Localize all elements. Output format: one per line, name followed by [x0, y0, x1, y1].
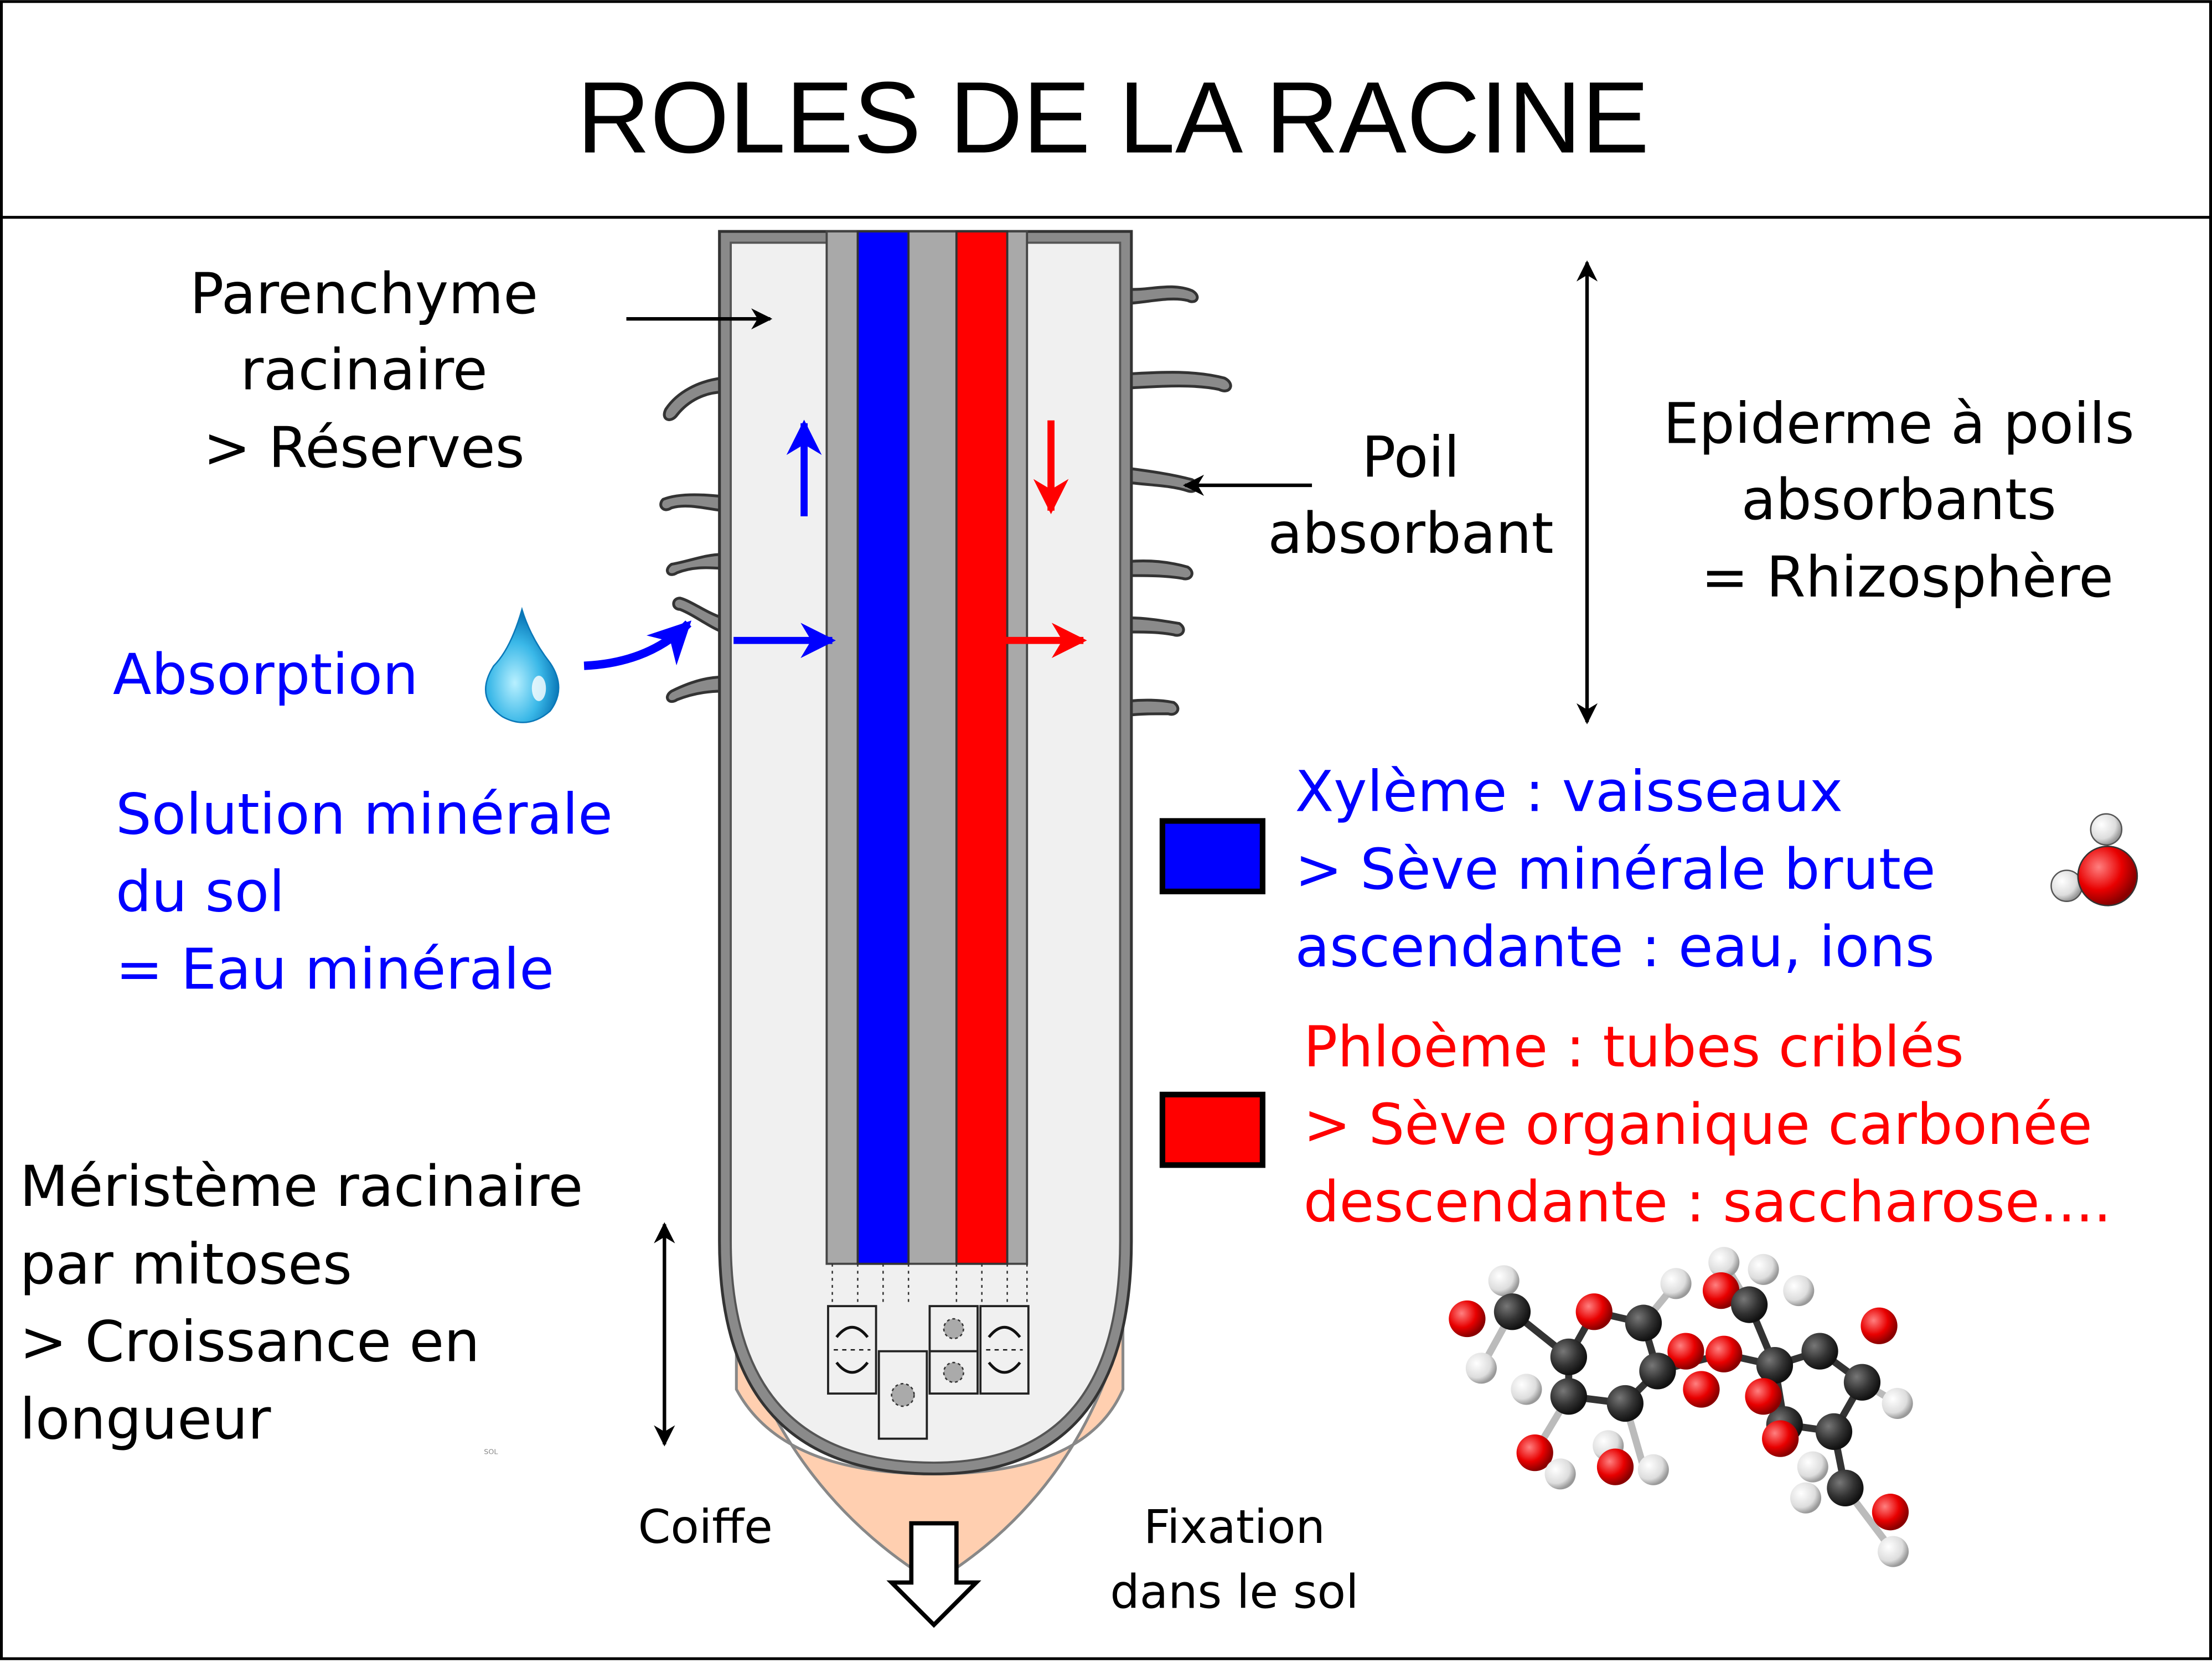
root-hair-left-5	[666, 675, 724, 703]
poil-line-2: absorbant	[1268, 501, 1553, 567]
solution-line-1: Solution minérale	[116, 781, 613, 847]
solution-line-3: = Eau minérale	[116, 937, 554, 1003]
meristeme-line-1: Méristème racinaire	[20, 1154, 583, 1220]
sol-tiny-label: SOL	[484, 1448, 498, 1457]
page-title: ROLES DE LA RACINE	[577, 60, 1649, 174]
root-hair-left-1	[663, 376, 724, 421]
meristeme-line-3: > Croissance en	[20, 1309, 480, 1375]
parenchyme-line-1: Parenchyme	[190, 261, 538, 327]
root-hair-right-2	[1127, 371, 1232, 392]
vascular-cylinder	[825, 230, 1029, 1307]
parenchyme-line-2: racinaire	[240, 338, 487, 403]
meristeme-line-2: par mitoses	[20, 1231, 352, 1297]
poil-line-1: Poil	[1362, 425, 1460, 491]
xyleme-line-1: Xylème : vaisseaux	[1295, 759, 1843, 825]
growth-direction-icon	[886, 1521, 981, 1628]
water-molecule-icon	[2050, 813, 2138, 906]
mitosis-figures	[834, 1326, 1023, 1374]
phloeme-line-2: > Sève organique carbonée	[1304, 1092, 2092, 1158]
root-hair-right-4	[1127, 559, 1193, 581]
phloeme-line-1: Phloème : tubes criblés	[1304, 1014, 1964, 1080]
absorption-label: Absorption	[113, 642, 418, 708]
root-hairs	[659, 285, 1232, 717]
xylem-vessel	[856, 230, 910, 1265]
xylem-legend-swatch	[1159, 818, 1265, 894]
fixation-line-2: dans le sol	[1110, 1564, 1358, 1619]
parenchyme-line-3: > Réserves	[203, 415, 525, 481]
drop-highlight	[531, 675, 546, 701]
phloem-legend-swatch	[1159, 1091, 1265, 1168]
coiffe-label: Coiffe	[638, 1500, 773, 1554]
solution-line-2: du sol	[116, 859, 285, 925]
root-hair-left-3	[666, 553, 724, 576]
sucrose-molecule-icon	[1449, 1247, 1913, 1567]
root-hair-left-4	[672, 597, 724, 634]
root-hair-right-6	[1127, 698, 1180, 717]
xyleme-line-3: ascendante : eau, ions	[1295, 914, 1934, 980]
absorption-curve-arrow	[583, 620, 692, 670]
phloem-tube	[955, 230, 1009, 1265]
xyleme-line-2: > Sève minérale brute	[1295, 837, 1935, 903]
root-hair-left-2	[659, 493, 724, 512]
root-hair-right-1	[1127, 285, 1199, 305]
fixation-line-1: Fixation	[1144, 1500, 1325, 1554]
epiderme-line-3: = Rhizosphère	[1701, 545, 2113, 610]
phloeme-line-3: descendante : saccharose....	[1304, 1169, 2112, 1235]
cell-nuclei	[891, 1318, 964, 1407]
epiderme-line-2: absorbants	[1741, 467, 2056, 533]
meristeme-line-4: longueur	[20, 1387, 271, 1453]
root-hair-right-5	[1127, 616, 1185, 637]
epiderme-line-1: Epiderme à poils	[1663, 391, 2135, 457]
